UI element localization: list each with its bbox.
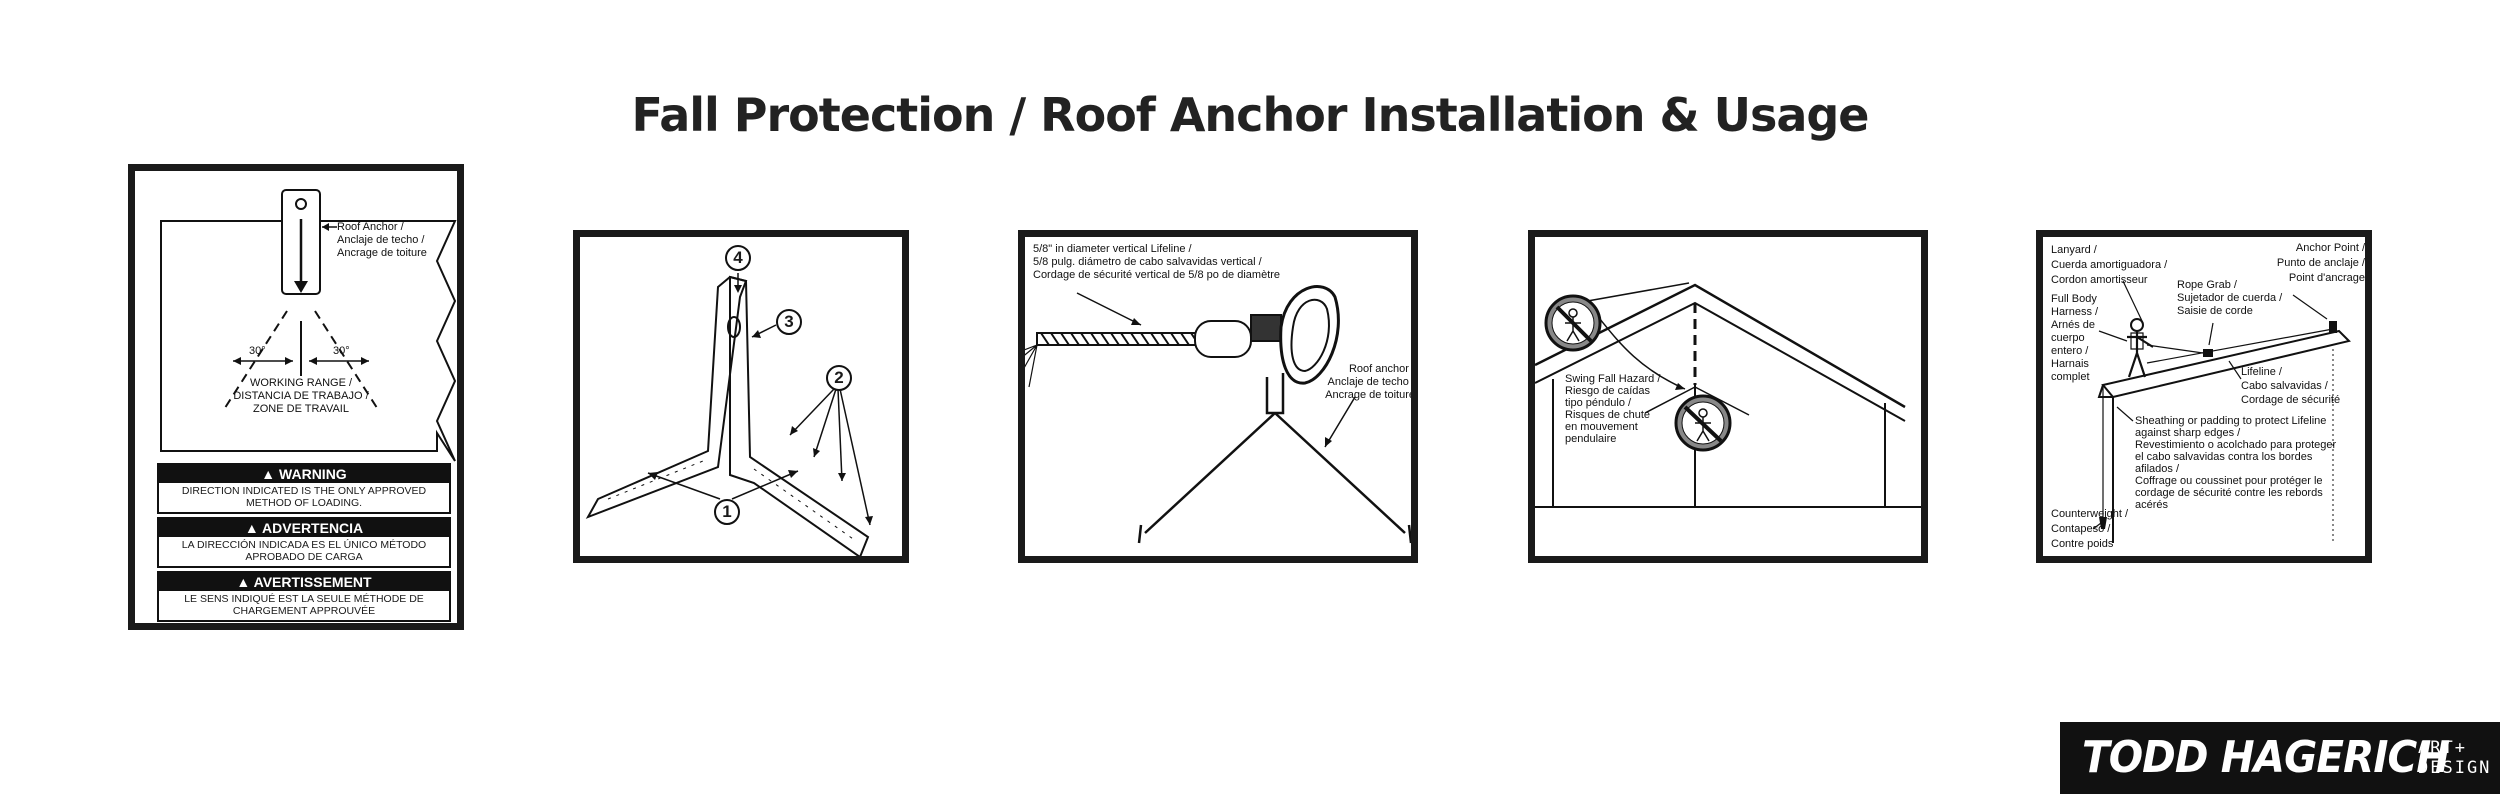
swing-fall-drawing [1535, 282, 1921, 508]
lifeline-label-2: Lifeline / Cabo salvavidas / Cordage de … [2241, 366, 2341, 406]
warning-es-heading: ▲ ADVERTENCIA [159, 519, 449, 537]
panel-system-usage: Lanyard / Cuerda amortiguadora / Cordon … [2036, 230, 2372, 563]
roof-anchor-label-2: Roof anchor / Anclaje de techo / Ancrage… [1325, 363, 1415, 401]
working-range-label: WORKING RANGE / DISTANCIA DE TRABAJO / Z… [233, 377, 369, 415]
harness-label: Full Body Harness / Arnés de cuerpo ente… [2051, 293, 2099, 383]
system-usage-drawing [2092, 280, 2351, 543]
lifeline-drawing [1025, 285, 1411, 544]
rope-grab-label: Rope Grab / Sujetador de cuerda / Saisie… [2177, 279, 2283, 317]
panel-working-range: Roof Anchor / Anclaje de techo / Ancrage… [128, 164, 464, 630]
warning-es: ▲ ADVERTENCIA LA DIRECCIÓN INDICADA ES E… [157, 517, 451, 568]
warning-en-heading: ▲ WARNING [159, 465, 449, 483]
warning-en-text: DIRECTION INDICATED IS THE ONLY APPROVED… [181, 485, 427, 509]
brand-logo: TODD HAGERICH ART+ DESIGN [2060, 722, 2500, 794]
callout-1: 1 [714, 499, 740, 525]
logo-sub-art: ART+ [2418, 738, 2467, 758]
swing-fall-hazard-label: Swing Fall Hazard / Riesgo de caídas tip… [1565, 373, 1661, 445]
angle-right-label: 30° [333, 345, 350, 357]
logo-name: TODD HAGERICH [2082, 732, 2450, 783]
worker-figure [2127, 318, 2154, 378]
working-range-drawing [160, 189, 457, 462]
anchor-point-label: Anchor Point / Punto de anclaje / Point … [2276, 242, 2365, 284]
no-worker-icon-bottom [1674, 394, 1732, 452]
callout-2: 2 [826, 365, 852, 391]
lifeline-label: 5/8" in diameter vertical Lifeline / 5/8… [1033, 243, 1281, 281]
roof-anchor-label: Roof Anchor / Anclaje de techo / Ancrage… [337, 221, 427, 259]
sheathing-label: Sheathing or padding to protect Lifeline… [2135, 415, 2337, 511]
page-title: Fall Protection / Roof Anchor Installati… [631, 88, 1869, 142]
warning-es-text: LA DIRECCIÓN INDICADA ES EL ÚNICO MÉTODO… [181, 539, 427, 563]
callout-3: 3 [776, 309, 802, 335]
anchor-parts-drawing [585, 273, 873, 556]
callout-4: 4 [725, 245, 751, 271]
warning-fr-heading: ▲ AVERTISSEMENT [159, 573, 449, 591]
logo-sub-design: DESIGN [2418, 758, 2492, 778]
warning-fr-text: LE SENS INDIQUÉ EST LA SEULE MÉTHODE DE … [184, 593, 424, 617]
panel-lifeline-attachment: 5/8" in diameter vertical Lifeline / 5/8… [1018, 230, 1418, 563]
warning-fr: ▲ AVERTISSEMENT LE SENS INDIQUÉ EST LA S… [157, 571, 451, 622]
panel-anchor-parts: 1 2 3 4 [573, 230, 909, 563]
angle-left-label: 30° [249, 345, 266, 357]
no-worker-icon-top [1544, 294, 1602, 352]
counterweight-label: Counterweight / Contapeso / Contre poids [2051, 508, 2129, 550]
lanyard-label: Lanyard / Cuerda amortiguadora / Cordon … [2051, 244, 2168, 286]
panel-swing-fall-hazard: Swing Fall Hazard / Riesgo de caídas tip… [1528, 230, 1928, 563]
warning-en: ▲ WARNING DIRECTION INDICATED IS THE ONL… [157, 463, 451, 514]
